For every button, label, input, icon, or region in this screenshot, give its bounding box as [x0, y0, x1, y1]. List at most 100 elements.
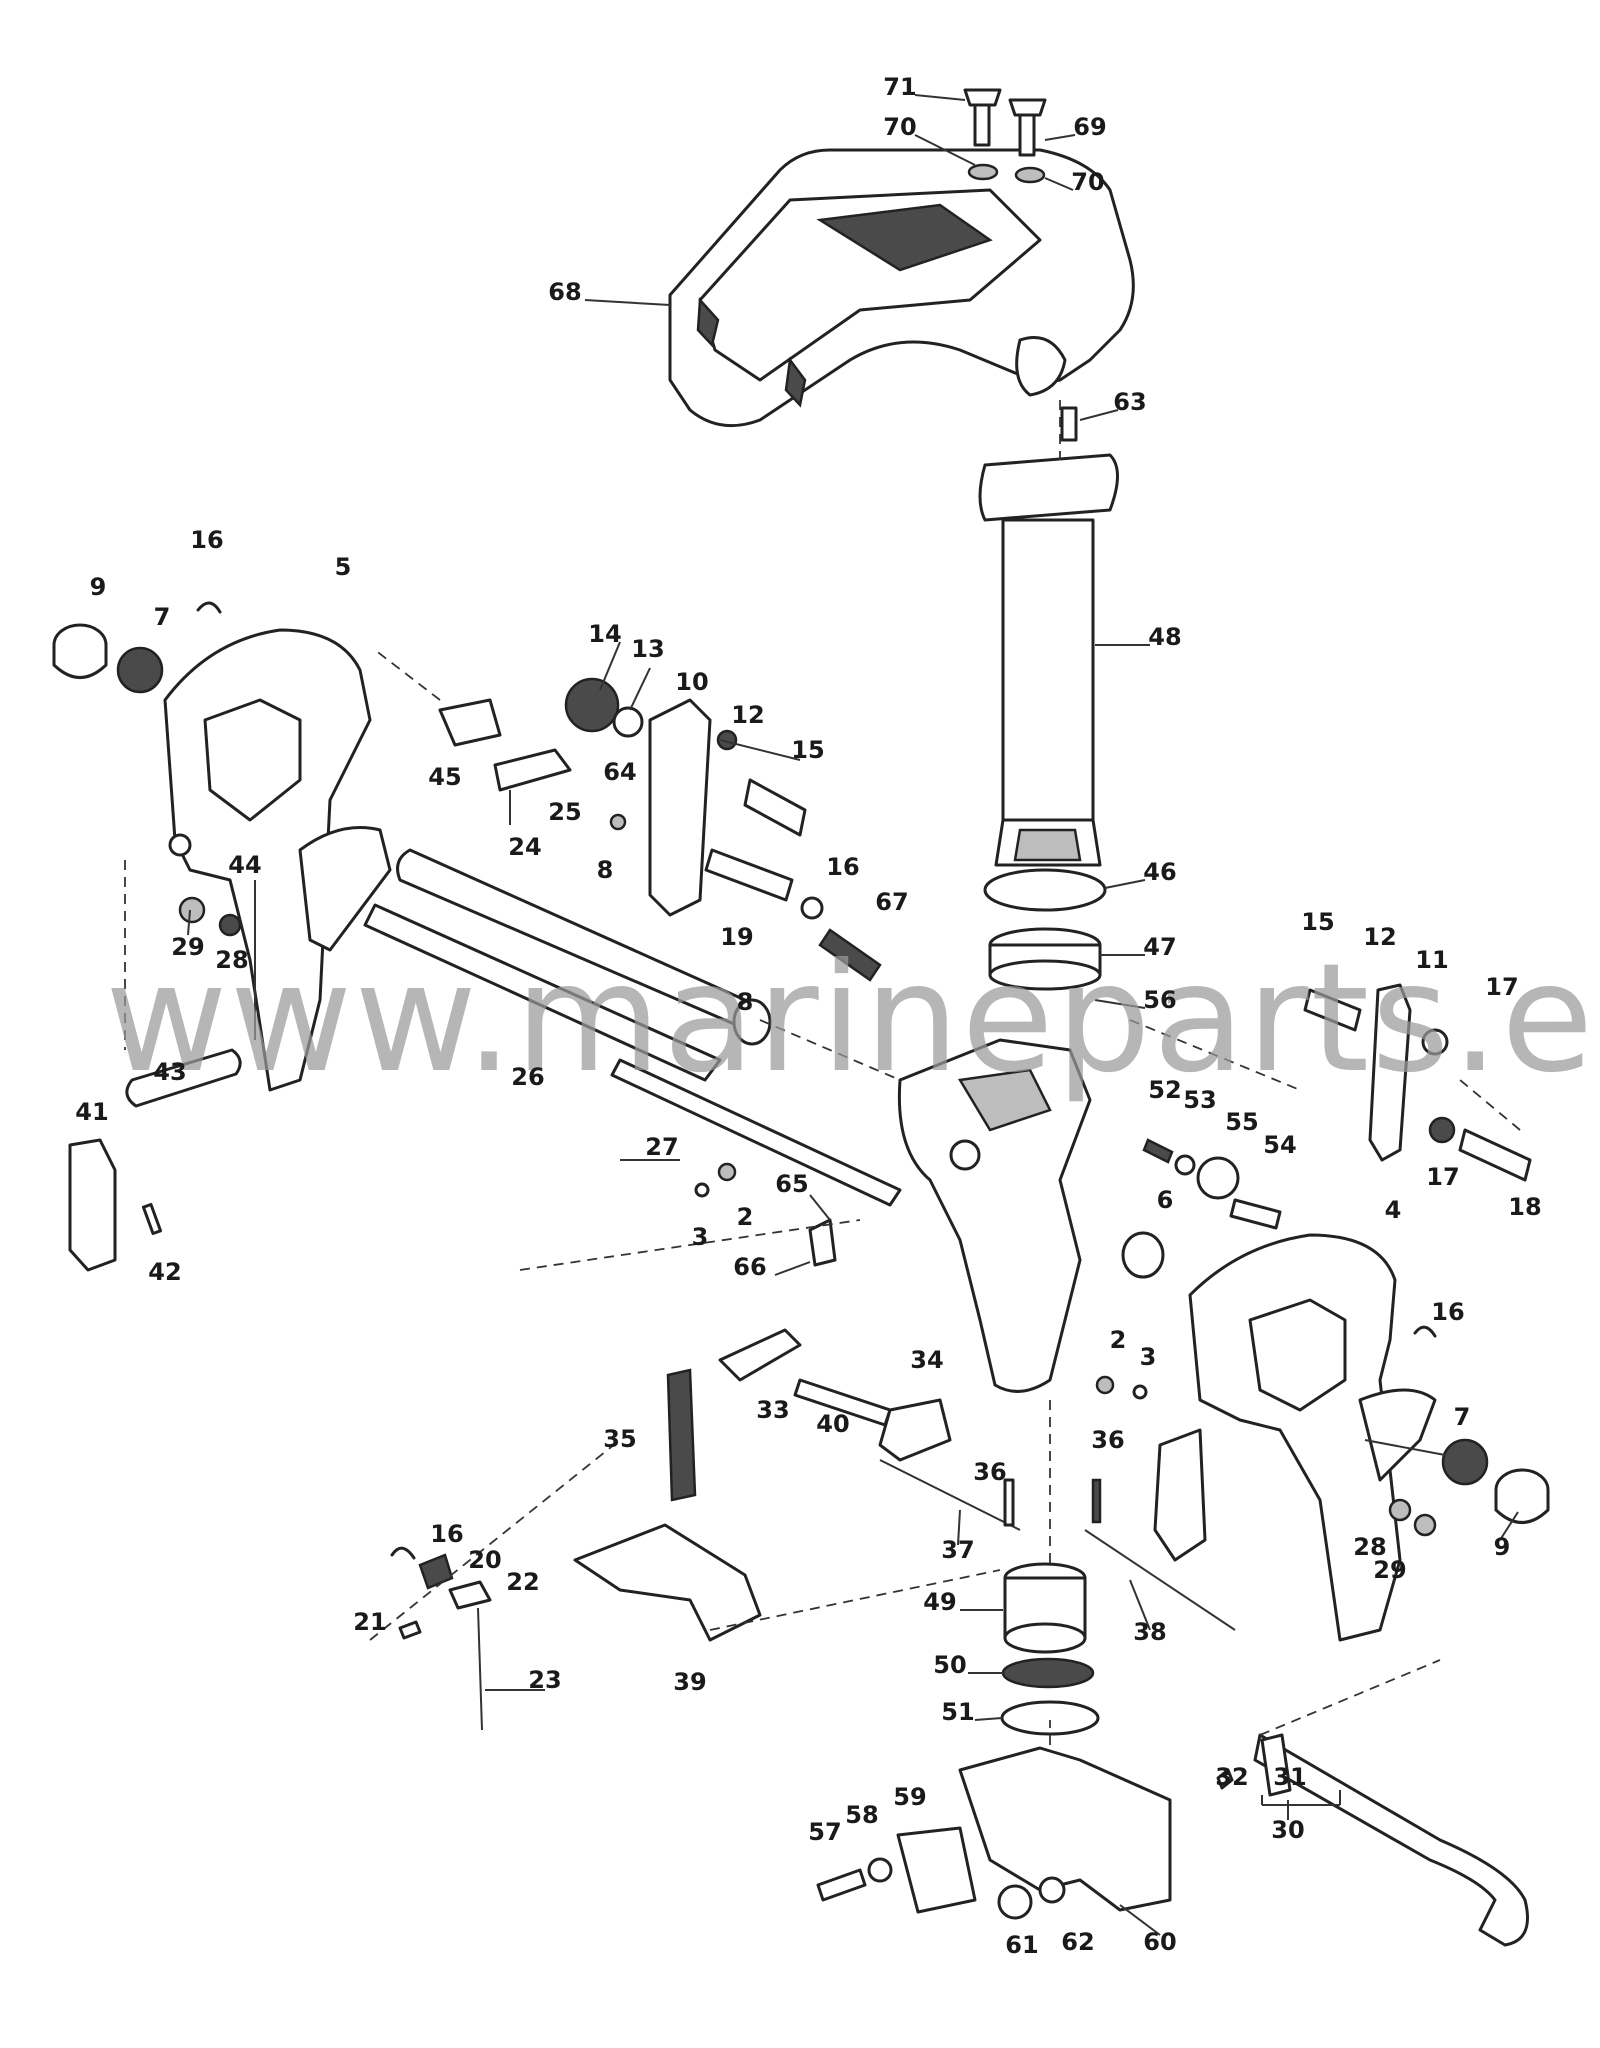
screw-21 [398, 1620, 422, 1640]
plate-41 [68, 1138, 117, 1272]
retaining-ring-16-right [1413, 1325, 1437, 1338]
clamp-bracket-right [1153, 1233, 1437, 1642]
ring-51 [1000, 1700, 1100, 1736]
callout-28: 28 [1353, 1533, 1386, 1561]
spring-20 [418, 1553, 454, 1590]
lever-22 [448, 1580, 492, 1610]
tilt-rod-26 [363, 903, 722, 1082]
bolt-71 [963, 88, 1002, 147]
bolt-69 [1008, 98, 1047, 157]
callout-60: 60 [1143, 1928, 1176, 1956]
callout-37: 37 [941, 1536, 974, 1564]
callout-46: 46 [1143, 858, 1176, 886]
callout-44: 44 [228, 851, 261, 879]
callout-30: 30 [1271, 1816, 1304, 1844]
bolt-18 [1458, 1128, 1532, 1182]
callout-12: 12 [1363, 923, 1396, 951]
bolt-15 [743, 778, 807, 837]
retaining-ring-16-mid [800, 896, 824, 920]
callout-63: 63 [1113, 388, 1146, 416]
washer-13 [612, 706, 644, 738]
washer-6-right [1121, 1231, 1165, 1279]
lever-25 [493, 748, 572, 792]
callout-18: 18 [1508, 1193, 1541, 1221]
retaining-ring-16-left [196, 601, 222, 614]
bushing-49 [1003, 1562, 1087, 1654]
nut-12 [716, 729, 738, 751]
callout-25: 25 [548, 798, 581, 826]
callout-16: 16 [1431, 1298, 1464, 1326]
pin-19 [704, 848, 794, 902]
callout-42: 42 [148, 1258, 181, 1286]
washer-6-left [732, 998, 772, 1046]
callout-13: 13 [631, 635, 664, 663]
seal-50 [1001, 1657, 1095, 1689]
lock-31 [1260, 1733, 1292, 1797]
callout-33: 33 [756, 1396, 789, 1424]
callout-67: 67 [875, 888, 908, 916]
callout-28: 28 [215, 946, 248, 974]
callout-58: 58 [845, 1801, 878, 1829]
callout-29: 29 [171, 933, 204, 961]
bushing-47 [988, 927, 1102, 991]
fitting-2-right [1095, 1375, 1115, 1395]
screw-42 [141, 1202, 163, 1236]
washer-70-left [967, 163, 999, 181]
callout-53: 53 [1183, 1086, 1216, 1114]
callout-15: 15 [791, 736, 824, 764]
callout-29: 29 [1373, 1556, 1406, 1584]
bushing-46 [983, 868, 1107, 912]
callout-11: 11 [1415, 946, 1448, 974]
seal-14 [564, 677, 620, 733]
pin-63 [1060, 406, 1078, 442]
nut-7-right [1441, 1438, 1489, 1486]
rod-37 [879, 1459, 1021, 1531]
callout-5: 5 [335, 553, 352, 581]
plate-10 [648, 698, 712, 917]
callout-16: 16 [430, 1520, 463, 1548]
nut-9-right [1494, 1468, 1550, 1524]
fitting-2-left [717, 1162, 737, 1182]
spring-52 [1142, 1138, 1174, 1164]
callout-10: 10 [675, 668, 708, 696]
callout-16: 16 [190, 526, 223, 554]
callout-41: 41 [75, 1098, 108, 1126]
link-39 [573, 1523, 762, 1642]
callout-27: 27 [645, 1133, 678, 1161]
screw-66 [774, 1261, 811, 1276]
spring-35 [666, 1368, 697, 1502]
nut-9-left [52, 623, 108, 679]
bracket-65 [808, 1218, 837, 1267]
link-34 [878, 1398, 952, 1462]
rod-38 [1084, 1529, 1236, 1631]
pin-36-right [1091, 1478, 1102, 1524]
callout-12: 12 [731, 701, 764, 729]
callout-40: 40 [816, 1410, 849, 1438]
callout-56: 56 [1143, 986, 1176, 1014]
callout-19: 19 [720, 923, 753, 951]
callout-3: 3 [1140, 1343, 1157, 1371]
callout-9: 9 [90, 573, 107, 601]
pin-36-left [1003, 1478, 1015, 1527]
plate-11 [1368, 983, 1412, 1162]
bolt-15-right [1303, 988, 1362, 1032]
callout-68: 68 [548, 278, 581, 306]
leader-lines [187, 94, 1519, 1936]
pin-43 [125, 1048, 242, 1108]
nut-29-right [1413, 1513, 1437, 1537]
steering-arm-30 [1253, 1733, 1529, 1947]
callout-23: 23 [528, 1666, 561, 1694]
callout-20: 20 [468, 1546, 501, 1574]
callout-26: 26 [511, 1063, 544, 1091]
callout-69: 69 [1073, 113, 1106, 141]
callout-17: 17 [1426, 1163, 1459, 1191]
callout-35: 35 [603, 1425, 636, 1453]
watermark: www.marineparts.eu [105, 932, 1600, 1106]
callout-8: 8 [737, 988, 754, 1016]
callout-4: 4 [1385, 1196, 1402, 1224]
callout-48: 48 [1148, 623, 1181, 651]
callout-3: 3 [692, 1223, 709, 1251]
washer-17-lower [1428, 1116, 1456, 1144]
callout-36: 36 [1091, 1426, 1124, 1454]
